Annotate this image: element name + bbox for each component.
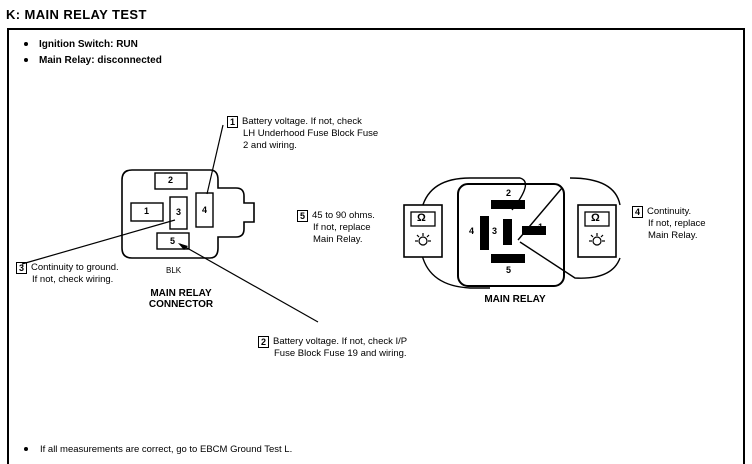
step-line: Main Relay. <box>648 230 698 241</box>
connector-pin-5 <box>156 232 190 250</box>
step-line: Main Relay. <box>313 234 363 245</box>
step-line: Continuity to ground. <box>31 262 119 273</box>
relay-lead-right-bottom <box>519 241 621 279</box>
relay-pin-2-label: 2 <box>506 188 512 198</box>
relay-terminal-3 <box>503 219 512 245</box>
step-line: Continuity. <box>647 206 692 217</box>
condition-text: Main Relay: disconnected <box>39 55 162 66</box>
connector-label-line1: MAIN RELAY <box>150 288 212 299</box>
step-number-badge: 2 <box>258 336 269 348</box>
bullet-icon <box>24 58 28 63</box>
connector-body <box>121 169 255 259</box>
condition-relay: Main Relay: disconnected <box>24 55 162 66</box>
meter-right-dial-icon <box>589 233 605 246</box>
relay-label: MAIN RELAY <box>484 294 546 305</box>
step-line: If not, check wiring. <box>32 274 114 285</box>
meter-left-dial-icon <box>415 233 431 246</box>
connector-pin-3 <box>169 196 188 230</box>
connector-pin-5-label: 5 <box>170 236 176 246</box>
meter-right-body <box>577 204 617 258</box>
leader-2 <box>179 243 319 323</box>
connector-pin-1-label: 1 <box>144 206 150 216</box>
relay-pin-3-label: 3 <box>492 226 498 236</box>
step-line: If not, replace <box>648 218 706 229</box>
relay-lead-left <box>421 177 527 211</box>
step-line: 45 to 90 ohms. <box>312 210 375 221</box>
meter-right-display <box>584 211 610 227</box>
relay-body <box>457 183 565 287</box>
connector-pin-4 <box>195 192 214 228</box>
relay-lead-right <box>569 177 621 206</box>
step-number-badge: 3 <box>16 262 27 274</box>
leader-3 <box>21 219 176 265</box>
connector-label-line2: CONNECTOR <box>148 299 214 310</box>
step-4-note: 4 Continuity. If not, replace Main Relay. <box>632 206 706 242</box>
connector-pin-2 <box>154 172 188 190</box>
relay-pin-1-label: 1 <box>538 222 544 232</box>
meter-left-display <box>410 211 436 227</box>
step-5-note: 5 45 to 90 ohms. If not, replace Main Rel… <box>297 210 375 246</box>
relay-terminal-1 <box>522 226 546 235</box>
step-3-note: 3 Continuity to ground. If not, check wir… <box>16 262 119 286</box>
connector-label: MAIN RELAY CONNECTOR <box>136 288 226 310</box>
step-line: Battery voltage. If not, check <box>242 116 362 127</box>
bullet-icon <box>24 447 28 452</box>
ohm-icon: Ω <box>591 212 600 224</box>
footer-instruction: If all measurements are correct, go to E… <box>24 444 292 455</box>
step-number-badge: 5 <box>297 210 308 222</box>
relay-pin-4-label: 4 <box>469 226 475 236</box>
page-title: K: MAIN RELAY TEST <box>6 7 147 22</box>
wire-color-label: BLK <box>166 266 182 275</box>
step-line: Battery voltage. If not, check I/P <box>273 336 408 347</box>
relay-terminal-5 <box>491 254 525 263</box>
leader-1 <box>206 124 224 195</box>
step-line: Fuse Block Fuse 19 and wiring. <box>274 348 407 359</box>
meter-left-body <box>403 204 443 258</box>
relay-terminal-4 <box>480 216 489 250</box>
bullet-icon <box>24 42 28 47</box>
step-1-note: 1 Battery voltage. If not, check LH Under… <box>227 116 378 152</box>
relay-terminal-2 <box>491 200 525 209</box>
relay-lead-left-bottom <box>421 254 490 289</box>
condition-ignition: Ignition Switch: RUN <box>24 39 138 50</box>
step-2-note: 2 Battery voltage. If not, check I/P Fuse… <box>258 336 407 360</box>
footer-text: If all measurements are correct, go to E… <box>40 444 293 455</box>
step-line: 2 and wiring. <box>243 140 297 151</box>
step-line: If not, replace <box>313 222 371 233</box>
connector-pin-4-label: 4 <box>202 205 208 215</box>
arrow-head <box>178 243 188 250</box>
diagram-frame <box>7 28 745 464</box>
step-number-badge: 4 <box>632 206 643 218</box>
condition-text: Ignition Switch: RUN <box>39 39 138 50</box>
connector-pin-1 <box>130 202 164 222</box>
relay-pin-5-label: 5 <box>506 265 512 275</box>
connector-pin-2-label: 2 <box>168 175 174 185</box>
ohm-icon: Ω <box>417 212 426 224</box>
step-line: LH Underhood Fuse Block Fuse <box>243 128 379 139</box>
connector-pin-3-label: 3 <box>176 207 182 217</box>
step-number-badge: 1 <box>227 116 238 128</box>
